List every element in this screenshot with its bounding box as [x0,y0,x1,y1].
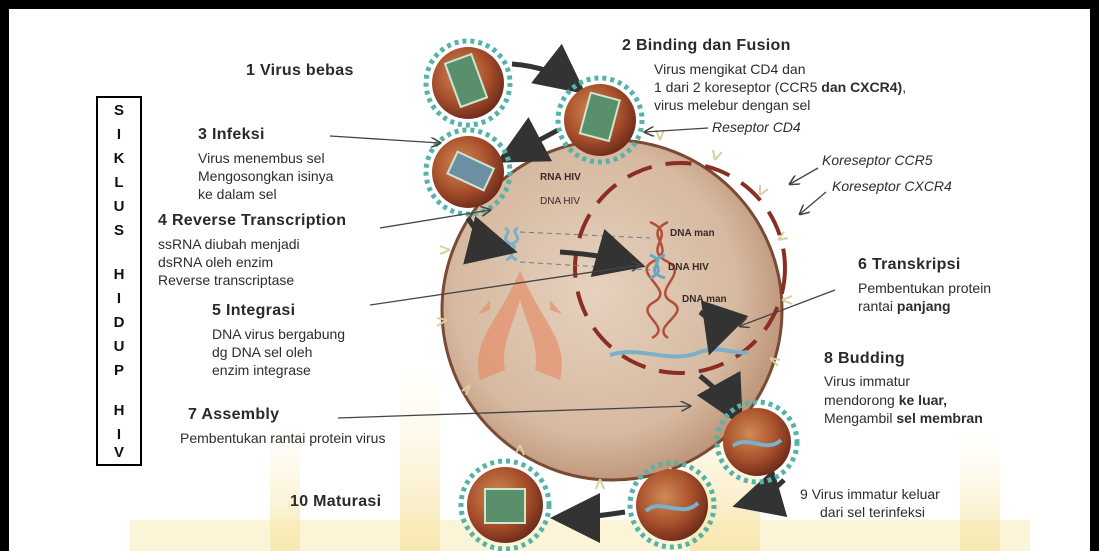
side-letter: I [98,426,140,443]
step10-title: 10 Maturasi [290,493,381,511]
step4-line3: Reverse transcriptase [158,272,294,288]
step4-line1: ssRNA diubah menjadi [158,236,300,252]
siklus-hidup-hiv-label: S I K L U S H I D U P H I V [96,96,142,466]
side-letter: K [98,150,140,167]
side-letter: P [98,362,140,379]
step4-title: 4 Reverse Transcription [158,212,346,230]
step8-line1: Virus immatur [824,373,910,389]
step3-line3: ke dalam sel [198,186,277,202]
step5-line3: enzim integrase [212,362,311,378]
side-letter: H [98,266,140,283]
side-letter: I [98,126,140,143]
step2-title: 2 Binding dan Fusion [622,37,791,55]
pointer-cxcr4 [800,192,826,214]
pointer-cd4 [645,128,708,132]
label-dna-man-top: DNA man [670,228,715,240]
step2-line1: Virus mengikat CD4 dan [654,61,805,77]
arrow-binding [512,64,578,88]
side-letter: U [98,198,140,215]
step7-title: 7 Assembly [188,406,279,424]
step5-line2: dg DNA sel oleh [212,344,312,360]
step2-line2: 1 dari 2 koreseptor (CCR5 dan CXCR4), [654,79,906,95]
step6-line1: Pembentukan protein [858,280,991,296]
label-koreseptor-cxcr4: Koreseptor CXCR4 [832,178,952,194]
label-rna-hiv: RNA HIV [540,172,581,184]
label-dna-hiv-mid: DNA HIV [668,262,709,274]
step8-line3: Mengambil sel membran [824,410,983,426]
label-reseptor-cd4: Reseptor CD4 [712,119,801,135]
step2-line3: virus melebur dengan sel [654,97,810,113]
step6-line2: rantai panjang [858,298,951,314]
label-koreseptor-ccr5: Koreseptor CCR5 [822,152,933,168]
step5-line1: DNA virus bergabung [212,326,345,342]
step6-title: 6 Transkripsi [858,256,961,274]
step3-line2: Mengosongkan isinya [198,168,333,184]
step1-title: 1 Virus bebas [246,62,354,80]
side-letter: S [98,222,140,239]
label-dna-hiv-top: DNA HIV [540,196,580,208]
side-letter: U [98,338,140,355]
step3-line1: Virus menembus sel [198,150,325,166]
step4-line2: dsRNA oleh enzim [158,254,273,270]
step9-line2: dari sel terinfeksi [820,504,925,520]
arrow-maturation [560,512,625,518]
side-letter: L [98,174,140,191]
pointer-ccr5 [790,168,818,184]
side-letter: V [98,444,140,461]
side-letter: H [98,402,140,419]
step3-title: 3 Infeksi [198,126,265,144]
step9-line1: 9 Virus immatur keluar [800,486,940,502]
side-letter: D [98,314,140,331]
step8-line2: mendorong ke luar, [824,392,947,408]
pointer-infeksi [330,136,440,143]
step7-line1: Pembentukan rantai protein virus [180,430,385,446]
side-letter: I [98,290,140,307]
side-letter: S [98,102,140,119]
label-dna-man-bottom: DNA man [682,294,727,306]
step8-title: 8 Budding [824,350,905,368]
step5-title: 5 Integrasi [212,302,295,320]
